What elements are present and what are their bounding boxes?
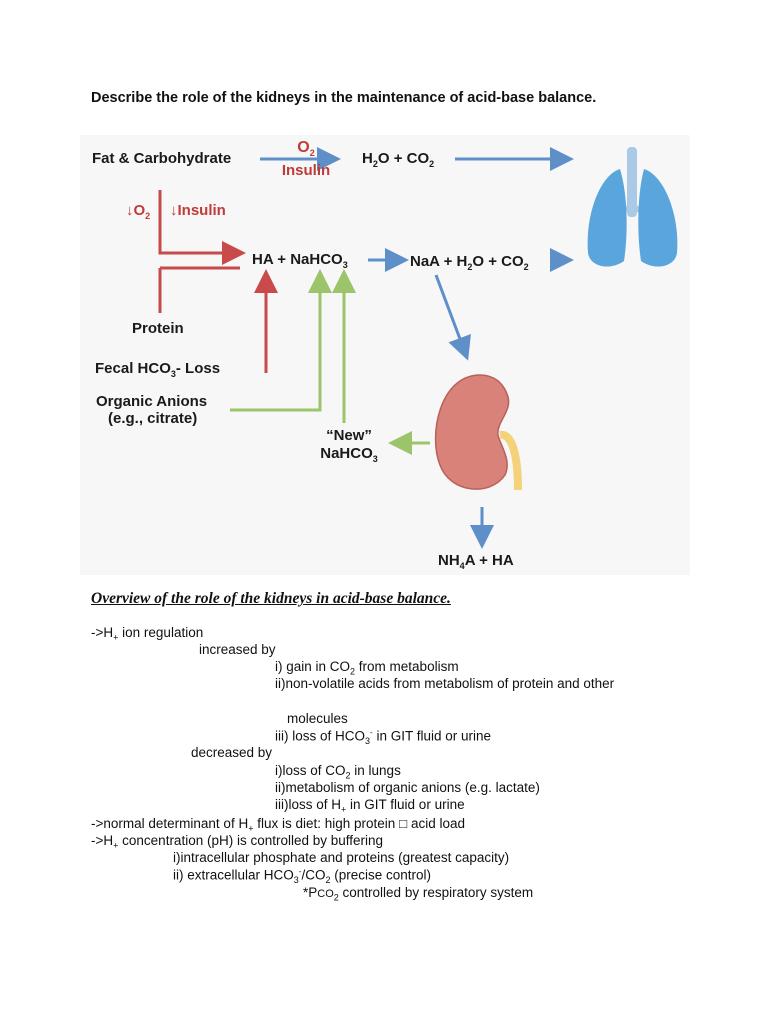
label-o2: O2: [297, 139, 315, 159]
label-h2o-co2: H2O + CO2: [362, 150, 435, 169]
text-line-5: molecules: [287, 711, 348, 726]
text-line-1: ->H+ ion regulation: [91, 625, 204, 643]
label-new: “New”: [326, 427, 372, 444]
arrow-anions-to-ha: [230, 269, 332, 412]
text-line-2: increased by: [199, 642, 276, 657]
text-line-10: iii)loss of H+ in GIT fluid or urine: [275, 797, 465, 815]
text-line-8: i)loss of CO2 in lungs: [275, 763, 401, 781]
text-line-3: i) gain in CO2 from metabolism: [275, 659, 459, 677]
label-fecal-loss: Fecal HCO3- Loss: [95, 360, 221, 379]
label-dec-insulin: ↓Insulin: [170, 202, 226, 219]
label-naa: NaA + H2O + CO2: [410, 253, 529, 272]
diagram-arrows: [158, 147, 678, 549]
text-line-14: ii) extracellular HCO3-/CO2 (precise con…: [173, 867, 432, 886]
text-line-4: ii)non-volatile acids from metabolism of…: [275, 676, 615, 691]
text-line-6: iii) loss of HCO3- in GIT fluid or urine: [275, 728, 492, 747]
label-insulin: Insulin: [281, 162, 331, 179]
question-heading: Describe the role of the kidneys in the …: [91, 90, 597, 106]
label-eg-citrate: (e.g., citrate): [108, 410, 198, 427]
lungs-icon: [587, 147, 678, 267]
label-ha-nahco3: HA + NaHCO3: [252, 251, 348, 270]
text-line-11: ->normal determinant of H+ flux is diet:…: [91, 816, 466, 834]
kidney-icon: [434, 374, 522, 491]
label-dec-o2: ↓O2: [126, 202, 151, 221]
text-line-13: i)intracellular phosphate and proteins (…: [173, 850, 510, 865]
arrow-naa-to-kidney: [434, 274, 471, 361]
label-protein: Protein: [132, 320, 184, 337]
text-line-9: ii)metabolism of organic anions (e.g. la…: [275, 780, 540, 795]
label-new-nahco3: NaHCO3: [320, 445, 378, 464]
label-fat-carb: Fat & Carbohydrate: [92, 150, 232, 167]
acid-base-diagram: Fat & Carbohydrate O2 Insulin H2O + CO2 …: [80, 135, 690, 575]
overview-title: Overview of the role of the kidneys in a…: [91, 590, 451, 607]
label-organic-anions: Organic Anions: [96, 393, 208, 410]
text-line-12: ->H+ concentration (pH) is controlled by…: [91, 833, 384, 851]
text-line-7: decreased by: [191, 745, 273, 760]
label-nh4a-ha: NH4A + HA: [438, 552, 514, 571]
missing-glyph-icon: □: [399, 816, 408, 831]
text-line-15: *PCO2 controlled by respiratory system: [303, 885, 534, 903]
arrow-fat-to-ha: [158, 190, 246, 265]
